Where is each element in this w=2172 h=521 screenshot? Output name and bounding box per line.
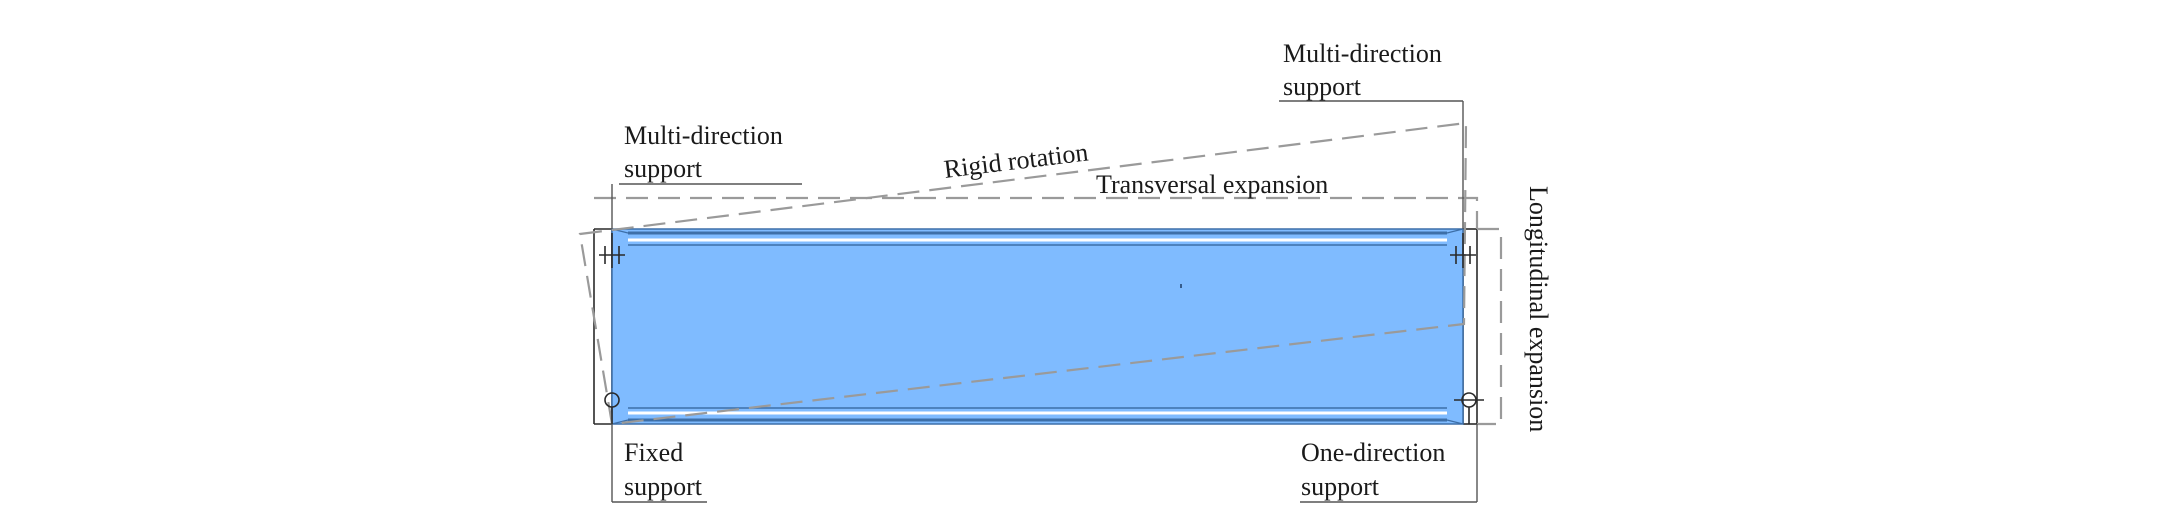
one-direction-support-symbol — [1454, 392, 1484, 424]
multi-direction-support-left-symbol — [599, 233, 625, 268]
transversal-expansion-outline — [594, 196, 1479, 229]
rigid-rotation-label: Rigid rotation — [942, 137, 1090, 183]
rigid-rotation-outline — [578, 121, 1468, 426]
fixed-support-label: Fixed support — [624, 438, 703, 501]
deck-slab — [611, 228, 1464, 425]
fixed-support-symbol — [604, 392, 620, 424]
girder-lines — [611, 228, 1464, 425]
multi-direction-support-label-left: Multi-direction support — [624, 121, 789, 183]
longitudinal-expansion-outline — [1477, 227, 1503, 426]
longitudinal-expansion-label: Longitudinal expansion — [1524, 186, 1553, 432]
multi-direction-support-label-right: Multi-direction support — [1283, 39, 1448, 101]
one-direction-support-label: One-direction support — [1301, 438, 1452, 501]
multi-direction-support-right-symbol — [1450, 233, 1476, 268]
transversal-expansion-label: Transversal expansion — [1096, 170, 1328, 199]
leader-lines — [611, 100, 1478, 503]
